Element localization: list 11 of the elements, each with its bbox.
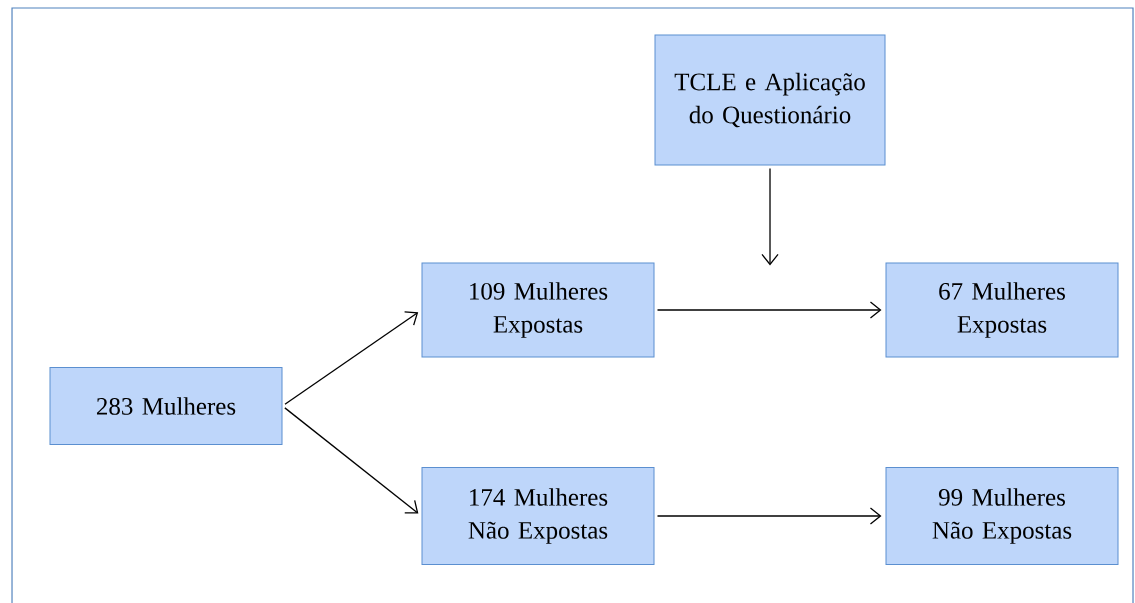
process-box: 109 Mulheres Expostas — [421, 262, 655, 358]
arrow — [284, 311, 419, 405]
process-box: 99 Mulheres Não Expostas — [885, 467, 1119, 565]
arrow — [656, 301, 882, 319]
process-box: 174 Mulheres Não Expostas — [421, 467, 655, 565]
process-box: 67 Mulheres Expostas — [885, 262, 1119, 358]
process-box: TCLE e Aplicação do Questionário — [654, 34, 886, 166]
process-box: 283 Mulheres — [49, 367, 283, 445]
arrow — [656, 507, 882, 525]
arrow — [284, 407, 419, 514]
arrow — [761, 167, 779, 266]
